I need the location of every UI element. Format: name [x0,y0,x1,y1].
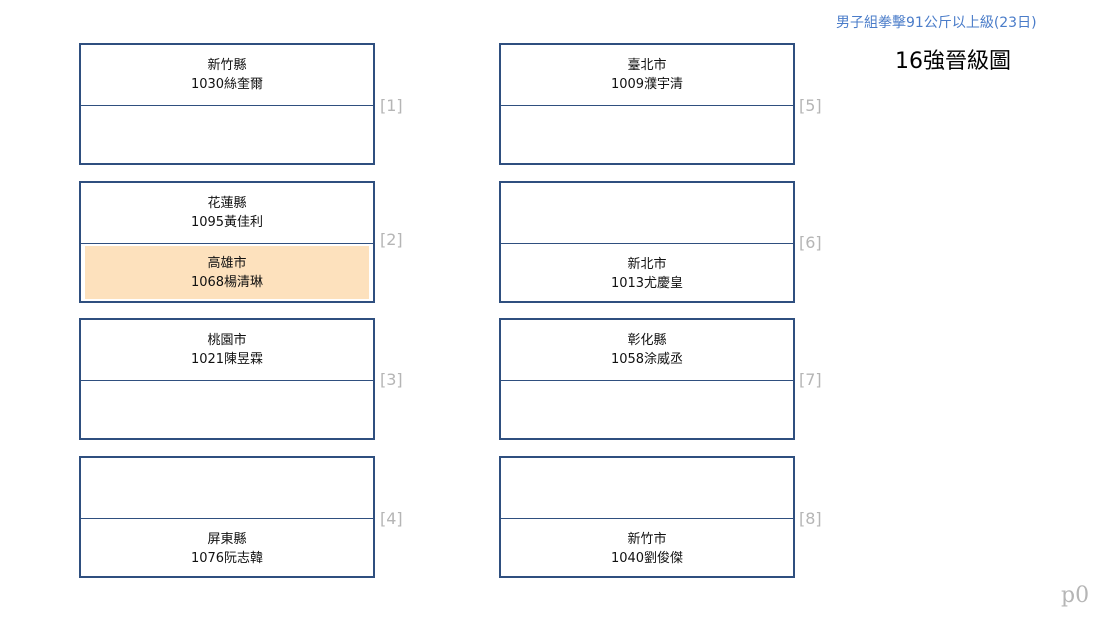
slot-bottom: 新竹市 1040劉俊傑 [501,519,793,578]
player-name: 1013尤慶皇 [610,275,684,291]
slot-bottom-winner: 高雄市 1068楊清琳 [85,246,369,299]
team-name: 花蓮縣 [207,196,247,211]
match-number-8: [8] [799,509,822,528]
player-name: 1095黃佳利 [190,215,264,230]
match-number-2: [2] [380,230,403,249]
match-box-7: 彰化縣 1058涂威丞 [499,318,795,440]
player-name: 1058涂威丞 [610,352,684,367]
player-name: 1040劉俊傑 [610,550,684,566]
match-number-7: [7] [799,370,822,389]
slot-top: 彰化縣 1058涂威丞 [501,320,793,381]
match-box-8: 新竹市 1040劉俊傑 [499,456,795,578]
team-name: 彰化縣 [627,333,667,348]
slot-top [501,458,793,519]
slot-top: 花蓮縣 1095黃佳利 [81,183,373,244]
slot-bottom [501,106,793,165]
player-name: 1076阮志韓 [190,550,264,566]
player-name: 1009濮宇清 [610,77,684,92]
match-number-5: [5] [799,96,822,115]
match-number-4: [4] [380,509,403,528]
player-name: 1068楊清琳 [190,274,264,290]
player-name: 1030絲奎爾 [190,77,264,92]
team-name: 桃園市 [207,333,247,348]
team-name: 新北市 [627,256,667,272]
team-name: 屏東縣 [207,531,247,547]
page-mark: p0 [1061,583,1090,608]
bracket-title: 16強晉級圖 [895,49,1011,74]
team-name: 高雄市 [207,255,247,271]
event-title: 男子組拳擊91公斤以上級(23日) [836,15,1037,31]
match-box-5: 臺北市 1009濮宇清 [499,43,795,165]
slot-bottom [501,381,793,440]
team-name: 新竹市 [627,531,667,547]
player-name: 1021陳昱霖 [190,352,264,367]
match-number-1: [1] [380,96,403,115]
slot-top: 桃園市 1021陳昱霖 [81,320,373,381]
slot-bottom [81,106,373,165]
slot-top: 臺北市 1009濮宇清 [501,45,793,106]
slot-top: 新竹縣 1030絲奎爾 [81,45,373,106]
slot-bottom [81,381,373,440]
match-box-3: 桃園市 1021陳昱霖 [79,318,375,440]
team-name: 新竹縣 [207,58,247,73]
match-number-6: [6] [799,233,822,252]
match-box-2: 花蓮縣 1095黃佳利 高雄市 1068楊清琳 [79,181,375,303]
slot-bottom: 新北市 1013尤慶皇 [501,244,793,303]
match-number-3: [3] [380,370,403,389]
match-box-1: 新竹縣 1030絲奎爾 [79,43,375,165]
team-name: 臺北市 [627,58,667,73]
slot-top [81,458,373,519]
slot-bottom: 屏東縣 1076阮志韓 [81,519,373,578]
match-box-6: 新北市 1013尤慶皇 [499,181,795,303]
slot-top [501,183,793,244]
match-box-4: 屏東縣 1076阮志韓 [79,456,375,578]
